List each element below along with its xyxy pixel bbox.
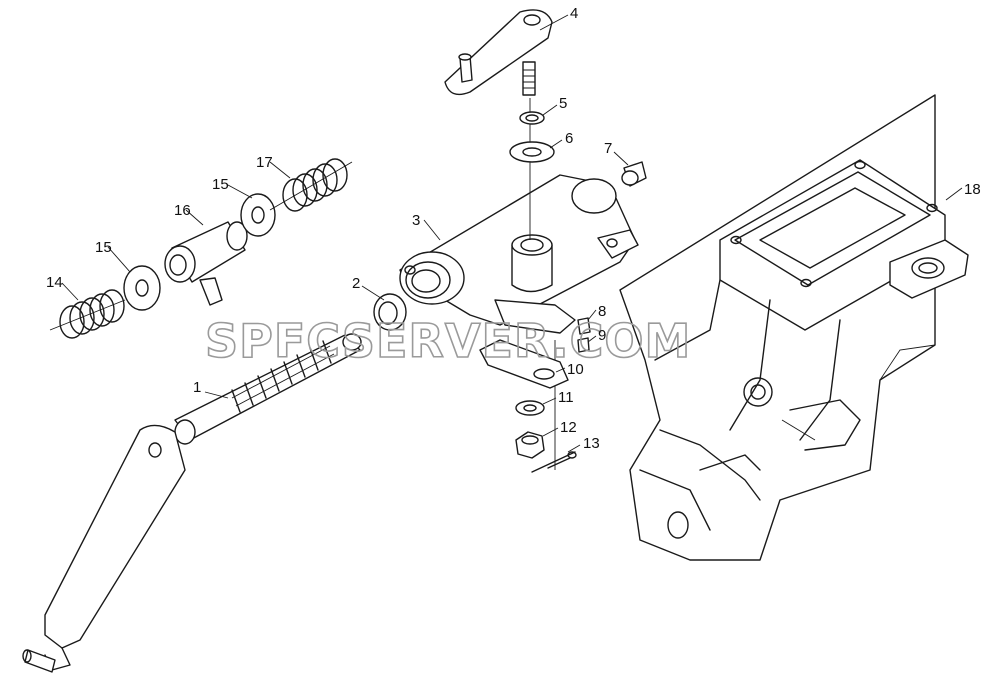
spring-17 bbox=[269, 158, 353, 212]
label-12: 12 bbox=[560, 419, 577, 436]
label-4: 4 bbox=[570, 5, 578, 22]
shift-housing bbox=[399, 174, 639, 334]
upper-lever-4 bbox=[444, 9, 553, 96]
label-3: 3 bbox=[412, 212, 420, 229]
label-5: 5 bbox=[559, 95, 567, 112]
ring-5-inner bbox=[525, 114, 539, 122]
label-8: 8 bbox=[598, 303, 606, 320]
pin-9 bbox=[577, 337, 590, 353]
frame-bracket bbox=[619, 94, 969, 561]
washer-15-upper bbox=[240, 193, 276, 237]
label-18: 18 bbox=[964, 181, 981, 198]
washer-15-lower bbox=[123, 265, 161, 311]
plug-7 bbox=[621, 161, 647, 187]
washer-6 bbox=[509, 141, 555, 163]
watermark-text: SPFCSERVER.COM bbox=[205, 314, 691, 368]
shift-sleeve-16 bbox=[164, 221, 248, 306]
leader-lines bbox=[61, 14, 963, 453]
shift-lever-arm bbox=[22, 424, 186, 673]
spring-14 bbox=[49, 289, 126, 339]
label-15a: 15 bbox=[95, 239, 112, 256]
castle-nut-12 bbox=[515, 431, 545, 459]
key-8 bbox=[577, 317, 591, 335]
label-14: 14 bbox=[46, 274, 63, 291]
label-13: 13 bbox=[583, 435, 600, 452]
label-7: 7 bbox=[604, 140, 612, 157]
label-1: 1 bbox=[193, 379, 201, 396]
label-10: 10 bbox=[567, 361, 584, 378]
label-17: 17 bbox=[256, 154, 273, 171]
label-6: 6 bbox=[565, 130, 573, 147]
cotter-pin-13 bbox=[531, 451, 577, 473]
lower-lever-10 bbox=[479, 339, 569, 389]
label-15b: 15 bbox=[212, 176, 229, 193]
washer-11 bbox=[515, 400, 545, 416]
label-16: 16 bbox=[174, 202, 191, 219]
label-11: 11 bbox=[558, 389, 574, 406]
callout-labels: 1 2 3 4 5 6 7 8 9 10 11 12 13 14 15 15 1… bbox=[46, 5, 981, 452]
ring-5 bbox=[519, 111, 545, 125]
label-2: 2 bbox=[352, 275, 360, 292]
label-9: 9 bbox=[598, 327, 606, 344]
shift-shaft bbox=[174, 333, 362, 445]
washer-6-inner bbox=[522, 147, 542, 157]
washer-11-inner bbox=[523, 404, 537, 412]
seal-2 bbox=[373, 293, 407, 331]
